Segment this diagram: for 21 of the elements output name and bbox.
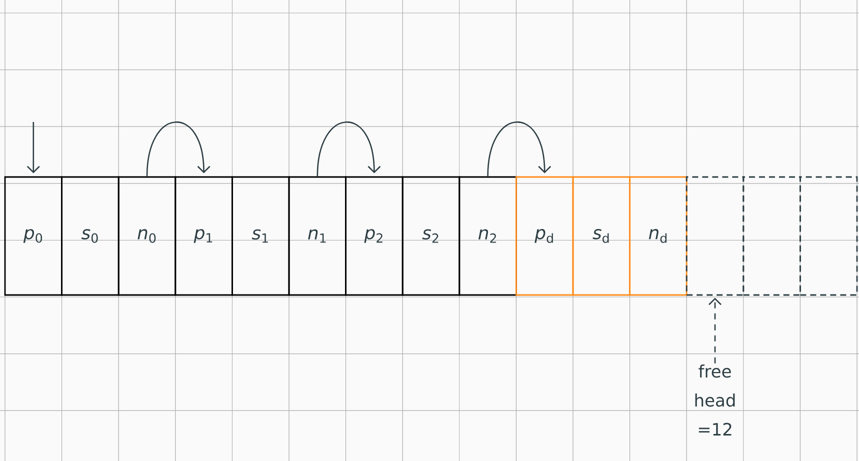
memory-cell: n$_{1}$ <box>288 176 346 296</box>
arrow <box>26 122 40 174</box>
memory-cell: s$_{1}$ <box>232 176 290 296</box>
memory-cell: n$_{0}$ <box>118 176 176 296</box>
memory-cell: p$_{d}$ <box>516 176 574 296</box>
curved-arrow <box>146 122 210 176</box>
arrow <box>708 298 722 364</box>
empty-cell <box>742 176 801 296</box>
memory-cell: n$_{d}$ <box>629 176 688 296</box>
memory-cell: s$_{d}$ <box>572 176 630 296</box>
memory-cell: p$_{2}$ <box>345 176 404 296</box>
memory-cell: n$_{2}$ <box>458 176 517 296</box>
curved-arrow <box>316 122 381 176</box>
empty-cell <box>800 176 858 296</box>
memory-cell: s$_{0}$ <box>61 176 120 296</box>
memory-cell: p$_{0}$ <box>4 176 62 296</box>
curved-arrow <box>487 122 552 176</box>
memory-cell: p$_{1}$ <box>174 176 233 296</box>
empty-cell <box>686 176 744 296</box>
memory-cell: s$_{2}$ <box>402 176 460 296</box>
free-head-label: free head =12 <box>695 364 735 436</box>
